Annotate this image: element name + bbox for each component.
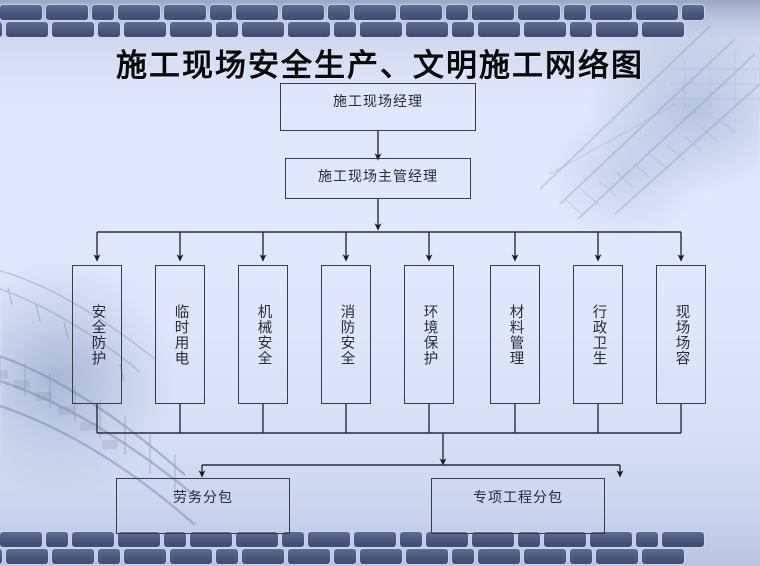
node-label: 临时用电	[172, 303, 189, 366]
page-title: 施工现场安全生产、文明施工网络图	[116, 48, 644, 83]
node-label: 施工现场经理	[333, 95, 423, 110]
node-site-supervisor-manager[interactable]: 施工现场主管经理	[285, 158, 471, 199]
node-material-management[interactable]: 材料管理	[490, 265, 540, 404]
node-labor-subcontract[interactable]: 劳务分包	[116, 478, 290, 534]
brick-row	[0, 549, 760, 564]
node-safety-protection[interactable]: 安全防护	[72, 265, 122, 404]
brick-row	[0, 532, 760, 547]
brick-border-bottom	[0, 528, 760, 566]
node-label: 劳务分包	[173, 491, 233, 506]
brick-row	[0, 22, 760, 37]
node-label: 材料管理	[507, 303, 524, 366]
brick-border-top	[0, 0, 760, 38]
scaffolding-watermark-top-right	[520, 14, 760, 244]
node-site-manager[interactable]: 施工现场经理	[280, 83, 476, 131]
node-fire-safety[interactable]: 消防安全	[321, 265, 371, 404]
node-environmental-protection[interactable]: 环境保护	[404, 265, 454, 404]
node-temporary-electricity[interactable]: 临时用电	[155, 265, 205, 404]
node-label: 机械安全	[255, 303, 272, 366]
scaffolding-watermark-bottom-left	[0, 250, 330, 550]
node-label: 环境保护	[421, 303, 438, 366]
node-label: 行政卫生	[590, 303, 607, 366]
background-glow-right	[460, 18, 760, 278]
node-label: 消防安全	[338, 303, 355, 366]
node-label: 专项工程分包	[473, 491, 563, 506]
node-special-project-subcontract[interactable]: 专项工程分包	[431, 478, 605, 534]
node-label: 安全防护	[89, 303, 106, 366]
node-administrative-hygiene[interactable]: 行政卫生	[573, 265, 623, 404]
node-site-appearance[interactable]: 现场场容	[656, 265, 706, 404]
node-label: 现场场容	[673, 303, 690, 366]
brick-row	[0, 5, 760, 20]
node-mechanical-safety[interactable]: 机械安全	[238, 265, 288, 404]
background-shade-left	[0, 250, 230, 530]
node-label: 施工现场主管经理	[318, 170, 438, 185]
